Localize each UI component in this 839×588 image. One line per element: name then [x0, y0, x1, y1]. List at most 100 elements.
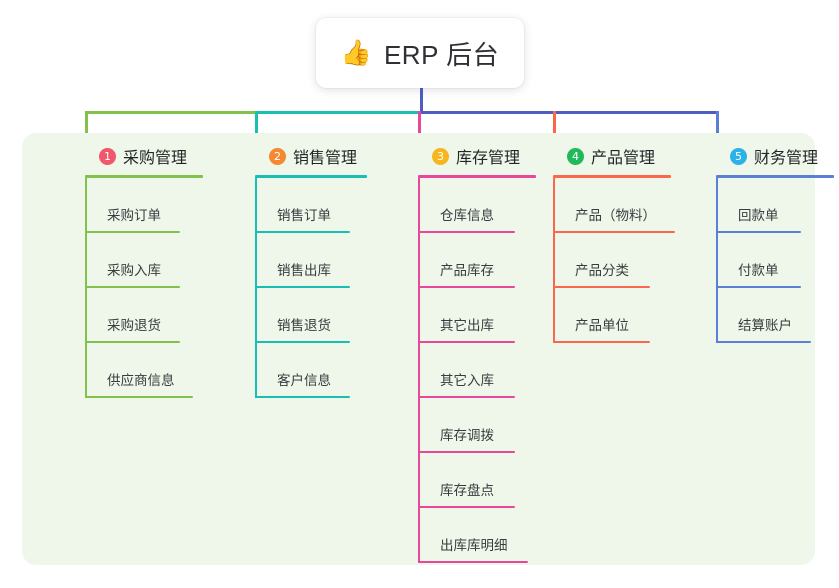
- column-header-4[interactable]: 4 产品管理: [553, 144, 671, 168]
- column-header-rule: [553, 175, 671, 178]
- leaf-item[interactable]: 销售出库: [255, 233, 367, 288]
- leaf-item[interactable]: 销售订单: [255, 178, 367, 233]
- column-header-rule: [716, 175, 834, 178]
- horizontal-connector-segment-3: [418, 111, 718, 114]
- leaf-item[interactable]: 结算账户: [716, 288, 834, 343]
- leaf-item-rule: [85, 396, 193, 398]
- column-header-rule: [85, 175, 203, 178]
- leaf-item[interactable]: 客户信息: [255, 343, 367, 398]
- column-badge-3: 3: [432, 147, 449, 165]
- leaf-item-label: 库存盘点: [440, 483, 494, 498]
- column-spine: [85, 178, 87, 398]
- column-title: 财务管理: [754, 150, 819, 167]
- column-badge-4: 4: [567, 147, 584, 165]
- column-spine: [255, 178, 257, 398]
- leaf-item-rule: [553, 231, 675, 233]
- leaf-item-label: 产品单位: [575, 318, 629, 333]
- column-3: 3 库存管理仓库信息产品库存其它出库其它入库库存调拨库存盘点出库库明细: [418, 144, 536, 563]
- leaf-item-rule: [85, 341, 180, 343]
- leaf-item-rule: [255, 396, 350, 398]
- leaf-item[interactable]: 库存调拨: [418, 398, 536, 453]
- column-4: 4 产品管理产品（物料） 产品分类产品单位: [553, 144, 675, 343]
- leaf-item[interactable]: 出库库明细: [418, 508, 536, 563]
- column-title: 产品管理: [591, 150, 656, 167]
- leaf-item-rule: [418, 286, 515, 288]
- column-header-5[interactable]: 5 财务管理: [716, 144, 834, 168]
- drop-connector-3: [418, 111, 421, 144]
- leaf-item[interactable]: 产品单位: [553, 288, 671, 343]
- horizontal-connector-segment-2: [255, 111, 421, 114]
- thumbs-up-icon: 👍: [340, 38, 372, 67]
- leaf-item[interactable]: 采购入库: [85, 233, 203, 288]
- leaf-item-rule: [716, 341, 811, 343]
- column-1: 1 采购管理采购订单采购入库采购退货供应商信息: [85, 144, 203, 398]
- leaf-item-label: 付款单: [738, 263, 779, 278]
- leaf-item-rule: [255, 286, 350, 288]
- leaf-item-label: 销售出库: [277, 263, 331, 278]
- column-header-2[interactable]: 2 销售管理: [255, 144, 367, 168]
- column-header-1[interactable]: 1 采购管理: [85, 144, 203, 168]
- leaf-item-label: 其它入库: [440, 373, 494, 388]
- leaf-item-label: 其它出库: [440, 318, 494, 333]
- drop-connector-1: [85, 111, 88, 144]
- leaf-item-rule: [418, 396, 515, 398]
- column-badge-5: 5: [730, 147, 747, 165]
- column-title: 库存管理: [456, 150, 521, 167]
- column-title: 销售管理: [293, 150, 358, 167]
- leaf-item-label: 库存调拨: [440, 428, 494, 443]
- leaf-item-label: 回款单: [738, 208, 779, 223]
- column-2: 2 销售管理销售订单销售出库销售退货客户信息: [255, 144, 367, 398]
- root-node-card[interactable]: 👍 ERP 后台: [316, 18, 524, 88]
- leaf-item-label: 采购入库: [107, 263, 161, 278]
- leaf-item-rule: [255, 341, 350, 343]
- leaf-item[interactable]: 仓库信息: [418, 178, 536, 233]
- leaf-item-rule: [553, 341, 650, 343]
- drop-connector-5: [716, 111, 719, 144]
- leaf-item-rule: [418, 451, 515, 453]
- leaf-item-label: 销售退货: [277, 318, 331, 333]
- column-spine: [553, 178, 555, 343]
- column-spine: [418, 178, 420, 563]
- leaf-item-label: 出库库明细: [440, 538, 508, 553]
- horizontal-connector-segment-1: [85, 111, 255, 114]
- leaf-item[interactable]: 销售退货: [255, 288, 367, 343]
- leaf-item[interactable]: 其它入库: [418, 343, 536, 398]
- column-spine: [716, 178, 718, 343]
- leaf-item[interactable]: 产品分类: [553, 233, 671, 288]
- column-items: 回款单付款单结算账户: [716, 178, 834, 343]
- leaf-item-rule: [418, 506, 515, 508]
- leaf-item[interactable]: 库存盘点: [418, 453, 536, 508]
- column-items: 销售订单销售出库销售退货客户信息: [255, 178, 367, 398]
- leaf-item-rule: [85, 286, 180, 288]
- leaf-item-label: 销售订单: [277, 208, 331, 223]
- leaf-item[interactable]: 产品库存: [418, 233, 536, 288]
- leaf-item-rule: [418, 231, 515, 233]
- leaf-item[interactable]: 采购订单: [85, 178, 203, 233]
- leaf-item[interactable]: 其它出库: [418, 288, 536, 343]
- leaf-item[interactable]: 产品（物料）: [553, 178, 675, 233]
- leaf-item-label: 采购订单: [107, 208, 161, 223]
- leaf-item-label: 产品库存: [440, 263, 494, 278]
- leaf-item-label: 供应商信息: [107, 373, 175, 388]
- column-header-3[interactable]: 3 库存管理: [418, 144, 536, 168]
- column-items: 仓库信息产品库存其它出库其它入库库存调拨库存盘点出库库明细: [418, 178, 536, 563]
- leaf-item-rule: [255, 231, 350, 233]
- drop-connector-4: [553, 111, 556, 144]
- column-items: 采购订单采购入库采购退货供应商信息: [85, 178, 203, 398]
- leaf-item-label: 客户信息: [277, 373, 331, 388]
- leaf-item[interactable]: 回款单: [716, 178, 834, 233]
- leaf-item[interactable]: 采购退货: [85, 288, 203, 343]
- column-5: 5 财务管理回款单付款单结算账户: [716, 144, 834, 343]
- leaf-item-rule: [716, 286, 801, 288]
- column-badge-2: 2: [269, 147, 286, 165]
- leaf-item-rule: [85, 231, 180, 233]
- leaf-item[interactable]: 付款单: [716, 233, 834, 288]
- column-header-rule: [418, 175, 536, 178]
- leaf-item[interactable]: 供应商信息: [85, 343, 203, 398]
- leaf-item-label: 产品（物料）: [575, 208, 656, 223]
- leaf-item-rule: [553, 286, 650, 288]
- leaf-item-rule: [418, 341, 515, 343]
- column-title: 采购管理: [123, 150, 188, 167]
- column-badge-1: 1: [99, 147, 116, 165]
- leaf-item-label: 仓库信息: [440, 208, 494, 223]
